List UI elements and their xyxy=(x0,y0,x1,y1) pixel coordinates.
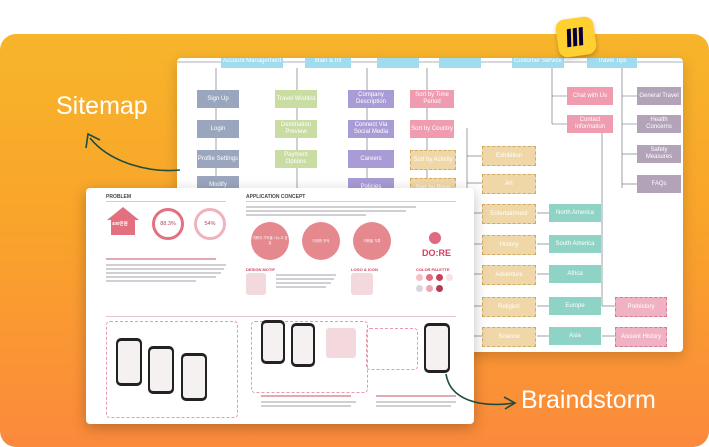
sitemap-history[interactable]: History xyxy=(482,235,536,255)
caption-line xyxy=(261,395,351,397)
sitemap-top-main[interactable]: Main & Inf xyxy=(305,58,351,68)
problem-divider xyxy=(106,201,226,202)
sitemap-health-concerns[interactable]: Health Concerns xyxy=(637,115,681,133)
sitemap-top-node-3[interactable] xyxy=(377,58,419,68)
sitemap-adventure[interactable]: Adventure xyxy=(482,265,536,285)
sitemap-sort-country[interactable]: Sort by Country xyxy=(410,120,454,138)
sitemap-south-america[interactable]: South America xyxy=(549,235,601,253)
color-swatch xyxy=(416,285,423,292)
color-swatch xyxy=(426,285,433,292)
sitemap-destination-preview[interactable]: Destination Preview xyxy=(275,120,317,138)
sitemap-sign-up[interactable]: Sign Up xyxy=(197,90,239,108)
color-swatch xyxy=(436,274,443,281)
concept-title: APPLICATION CONCEPT xyxy=(246,194,306,200)
sitemap-careers[interactable]: Careers xyxy=(348,150,394,168)
stat-circle-1: 88.3% xyxy=(152,208,184,240)
sitemap-contact-information[interactable]: Contact Information xyxy=(567,115,613,133)
caption-line xyxy=(261,405,351,407)
doire-logo-icon xyxy=(429,232,441,244)
concept-bubble-2: 다양한 추억 xyxy=(302,222,340,260)
sketch-area xyxy=(366,328,418,370)
brainstorm-arrow-icon xyxy=(445,373,517,410)
sitemap-arrow-icon xyxy=(85,132,181,172)
phone-mockup xyxy=(116,338,142,386)
sitemap-religion[interactable]: Religion xyxy=(482,297,536,317)
caption-line xyxy=(376,395,456,397)
miro-logo-icon xyxy=(554,15,598,59)
phone-mockup xyxy=(261,320,285,364)
sitemap-label: Sitemap xyxy=(56,92,148,120)
phone-mockup xyxy=(181,353,207,401)
sitemap-top-travel-tips[interactable]: Travel Tips xyxy=(587,58,637,68)
sitemap-africa[interactable]: Africa xyxy=(549,265,601,283)
sitemap-prehistory[interactable]: Prehistory xyxy=(615,297,667,317)
section-divider xyxy=(106,316,456,317)
motif-text-line xyxy=(276,286,326,288)
color-swatch xyxy=(426,274,433,281)
section-design-motif: DESIGN MOTIF xyxy=(246,267,275,272)
sitemap-connect-social-media[interactable]: Connect Via Social Media xyxy=(348,120,394,138)
concept-text-line xyxy=(246,206,416,208)
sitemap-travel-wishlist[interactable]: Travel Wishlist xyxy=(275,90,317,108)
phone-mockup xyxy=(291,323,315,367)
sitemap-exhibition[interactable]: Exhibition xyxy=(482,146,536,166)
sitemap-general-travel[interactable]: General Travel xyxy=(637,87,681,105)
color-swatch xyxy=(436,285,443,292)
sitemap-asia[interactable]: Asia xyxy=(549,327,601,345)
phone-mockup xyxy=(424,323,450,373)
sitemap-login[interactable]: Login xyxy=(197,120,239,138)
sitemap-entertainment[interactable]: Entertainment xyxy=(482,204,536,224)
sitemap-top-account-management[interactable]: Account Management xyxy=(221,58,283,68)
concept-bubble-3: 여행을 기록 xyxy=(353,222,391,260)
brainstorm-label: Braindstorm xyxy=(521,386,656,414)
section-color-palette: COLOR PALETTE xyxy=(416,267,450,272)
caption-line xyxy=(261,401,356,403)
sitemap-sort-time-period[interactable]: Sort by Time Period xyxy=(410,90,454,108)
problem-text-line xyxy=(106,268,224,270)
sitemap-sort-activity[interactable]: Sort by Activity xyxy=(410,150,456,170)
sitemap-faqs[interactable]: FAQs xyxy=(637,175,681,193)
sitemap-profile-settings[interactable]: Profile Settings xyxy=(197,150,239,168)
sitemap-europe[interactable]: Europe xyxy=(549,297,601,315)
sitemap-ancient-history[interactable]: Ancient History xyxy=(615,327,667,347)
caption-line xyxy=(376,401,456,403)
problem-text-line xyxy=(106,276,216,278)
sitemap-top-node-4[interactable] xyxy=(439,58,481,68)
concept-text-line xyxy=(246,214,366,216)
flow-group xyxy=(251,321,368,393)
concept-bubble-1: 여행지 기억을 나누고 공유 xyxy=(251,222,289,260)
house-value: 400만원 xyxy=(112,221,128,226)
color-swatch xyxy=(446,274,453,281)
concept-divider xyxy=(246,201,456,202)
sitemap-north-america[interactable]: North America xyxy=(549,204,601,222)
concept-text-line xyxy=(246,210,406,212)
sitemap-top-customer-service[interactable]: Customer Service xyxy=(512,58,564,68)
section-logo-icon: LOGO & ICON xyxy=(351,267,378,272)
phone-mockup xyxy=(148,346,174,394)
design-motif-image xyxy=(246,273,266,295)
logo-preview xyxy=(351,273,373,295)
stat-circle-2: 54% xyxy=(194,208,226,240)
motif-text-line xyxy=(276,282,331,284)
house-icon xyxy=(107,207,139,235)
doire-logo-text: DO:RE xyxy=(422,248,451,258)
sitemap-chat-with-us[interactable]: Chat with Us xyxy=(567,87,613,105)
sitemap-science[interactable]: Science xyxy=(482,327,536,347)
brainstorm-board[interactable]: PROBLEM APPLICATION CONCEPT 400만원 88.3% … xyxy=(86,188,474,424)
wireframe-group xyxy=(106,321,238,418)
caption-line xyxy=(376,405,451,407)
sitemap-art[interactable]: Art xyxy=(482,174,536,194)
motif-text-line xyxy=(276,274,336,276)
problem-text-line xyxy=(106,280,196,282)
problem-text-line xyxy=(106,272,221,274)
color-swatch xyxy=(416,274,423,281)
flow-diagram xyxy=(326,328,356,358)
problem-title: PROBLEM xyxy=(106,194,131,200)
sitemap-safety-measures[interactable]: Safety Measures xyxy=(637,145,681,163)
sitemap-payment-options[interactable]: Payment Options xyxy=(275,150,317,168)
motif-text-line xyxy=(276,278,334,280)
problem-text-line xyxy=(106,264,226,266)
sitemap-company-description[interactable]: Company Description xyxy=(348,90,394,108)
problem-text-line xyxy=(106,258,216,260)
